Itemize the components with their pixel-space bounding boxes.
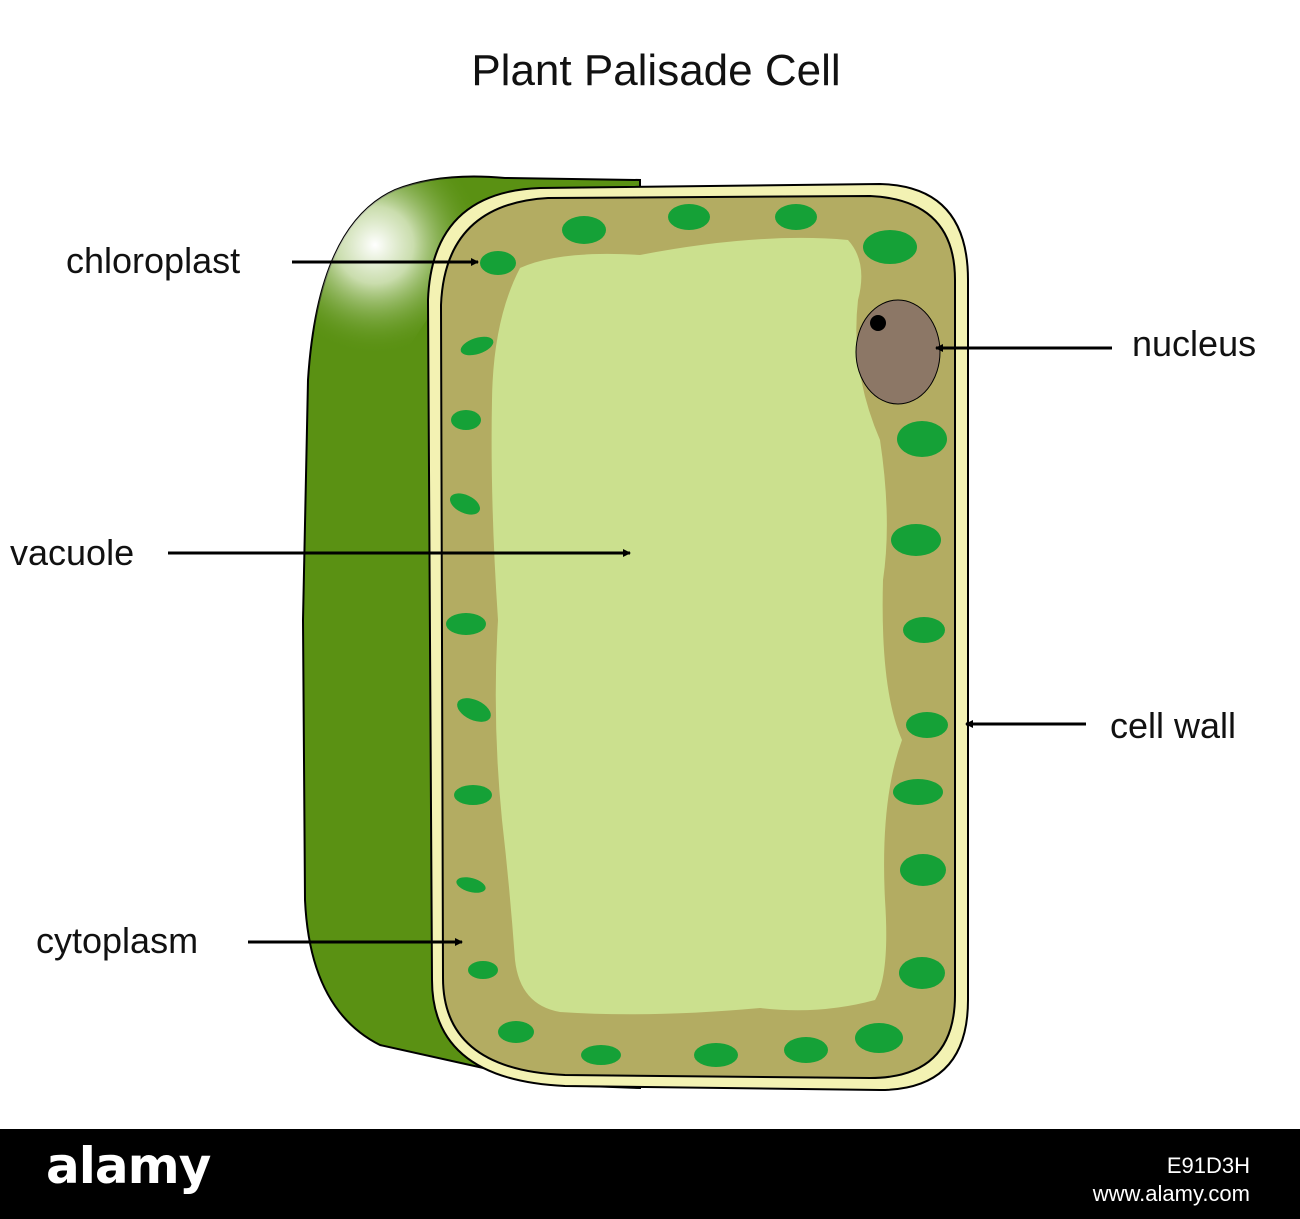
chloroplast (581, 1045, 621, 1065)
chloroplast (450, 493, 480, 515)
chloroplast (855, 1023, 903, 1053)
chloroplast (863, 230, 917, 264)
nucleus-label: nucleus (1132, 323, 1257, 364)
chloroplast (903, 617, 945, 643)
watermark-footer: alamy E91D3H www.alamy.com (0, 1129, 1300, 1219)
chloroplast (891, 524, 941, 556)
chloroplast (456, 877, 486, 893)
palisade-cell-figure (168, 175, 1112, 1092)
chloroplast (900, 854, 946, 886)
chloroplast (906, 712, 948, 738)
cytoplasm-label: cytoplasm (36, 920, 199, 961)
chloroplast (460, 336, 494, 356)
chloroplast-label: chloroplast (66, 240, 241, 281)
cell-wall-label: cell wall (1110, 705, 1237, 746)
chloroplast (784, 1037, 828, 1063)
image-id: E91D3H (1166, 1153, 1250, 1178)
chloroplast (451, 410, 481, 430)
chloroplast (468, 961, 498, 979)
chloroplast (775, 204, 817, 230)
chloroplast (897, 421, 947, 457)
chloroplast (454, 785, 492, 805)
vacuole-label: vacuole (10, 532, 135, 573)
chloroplast (899, 957, 945, 989)
vacuole (491, 237, 902, 1015)
chloroplast (694, 1043, 738, 1067)
alamy-logo: alamy (46, 1137, 211, 1195)
chloroplast-group (446, 204, 948, 1067)
chloroplast (480, 251, 516, 275)
chloroplast (498, 1021, 534, 1043)
diagram-title: Plant Palisade Cell (471, 46, 841, 95)
label-arrows (168, 258, 1112, 946)
footer-url: www.alamy.com (1092, 1181, 1250, 1206)
nucleolus (870, 315, 886, 331)
nucleus (855, 299, 941, 405)
chloroplast (668, 204, 710, 230)
chloroplast (562, 216, 606, 244)
chloroplast (893, 779, 943, 805)
chloroplast (446, 613, 486, 635)
chloroplast (457, 698, 491, 722)
